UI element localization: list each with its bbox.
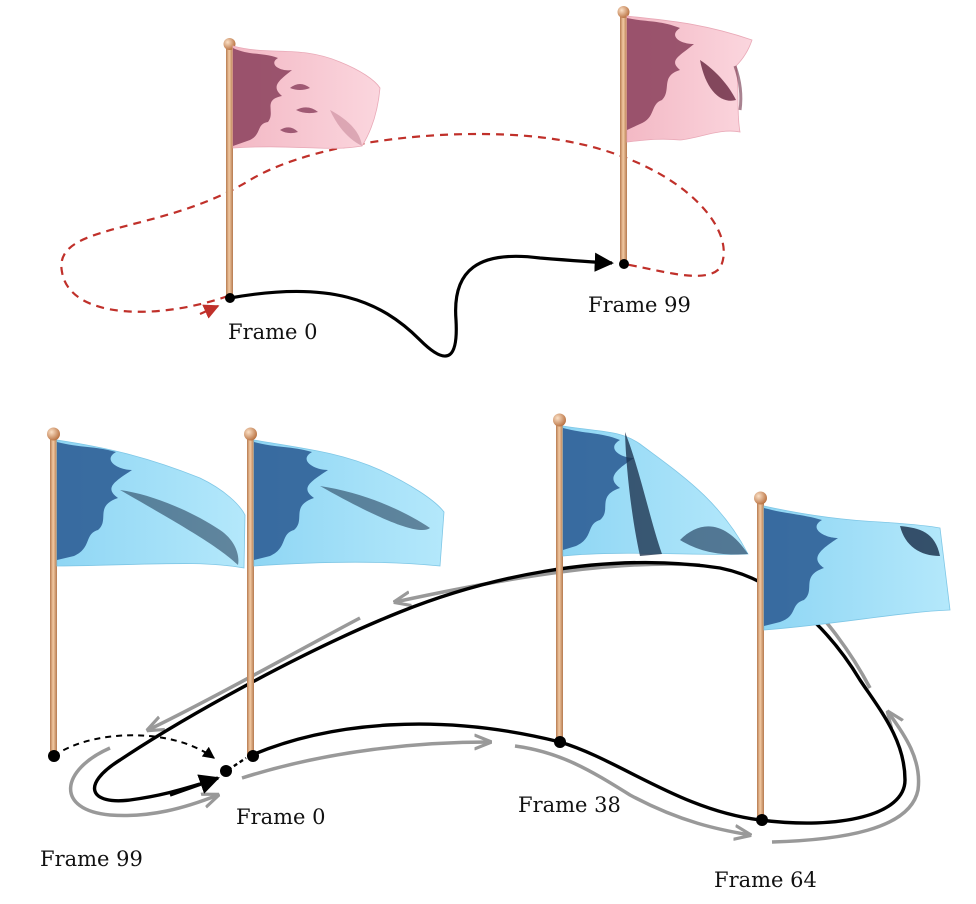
label-top-frame-99: Frame 99 (588, 293, 691, 317)
loop-arrow (199, 304, 220, 319)
flag-bottom-frame-0 (220, 427, 445, 777)
flag-bottom-frame-64 (754, 491, 951, 826)
wrap-around-connector (53, 734, 215, 759)
label-bottom-frame-64: Frame 64 (714, 868, 817, 892)
flag-bottom-frame-38 (553, 413, 749, 748)
label-bottom-frame-0: Frame 0 (236, 805, 326, 829)
bottom-panel: Frame 99 Frame 0 Frame 38 Frame 64 (40, 413, 951, 892)
flag-frame-99 (617, 6, 753, 269)
label-bottom-frame-38: Frame 38 (518, 793, 621, 817)
top-panel: Frame 0 Frame 99 (60, 6, 753, 358)
flag-frame-0 (223, 38, 381, 303)
direction-arrows (68, 562, 921, 844)
flag-bottom-frame-99 (47, 427, 246, 762)
label-bottom-frame-99: Frame 99 (40, 847, 143, 871)
trajectory-arrow (169, 774, 220, 797)
trajectory-path (229, 252, 614, 358)
label-top-frame-0: Frame 0 (228, 320, 318, 344)
